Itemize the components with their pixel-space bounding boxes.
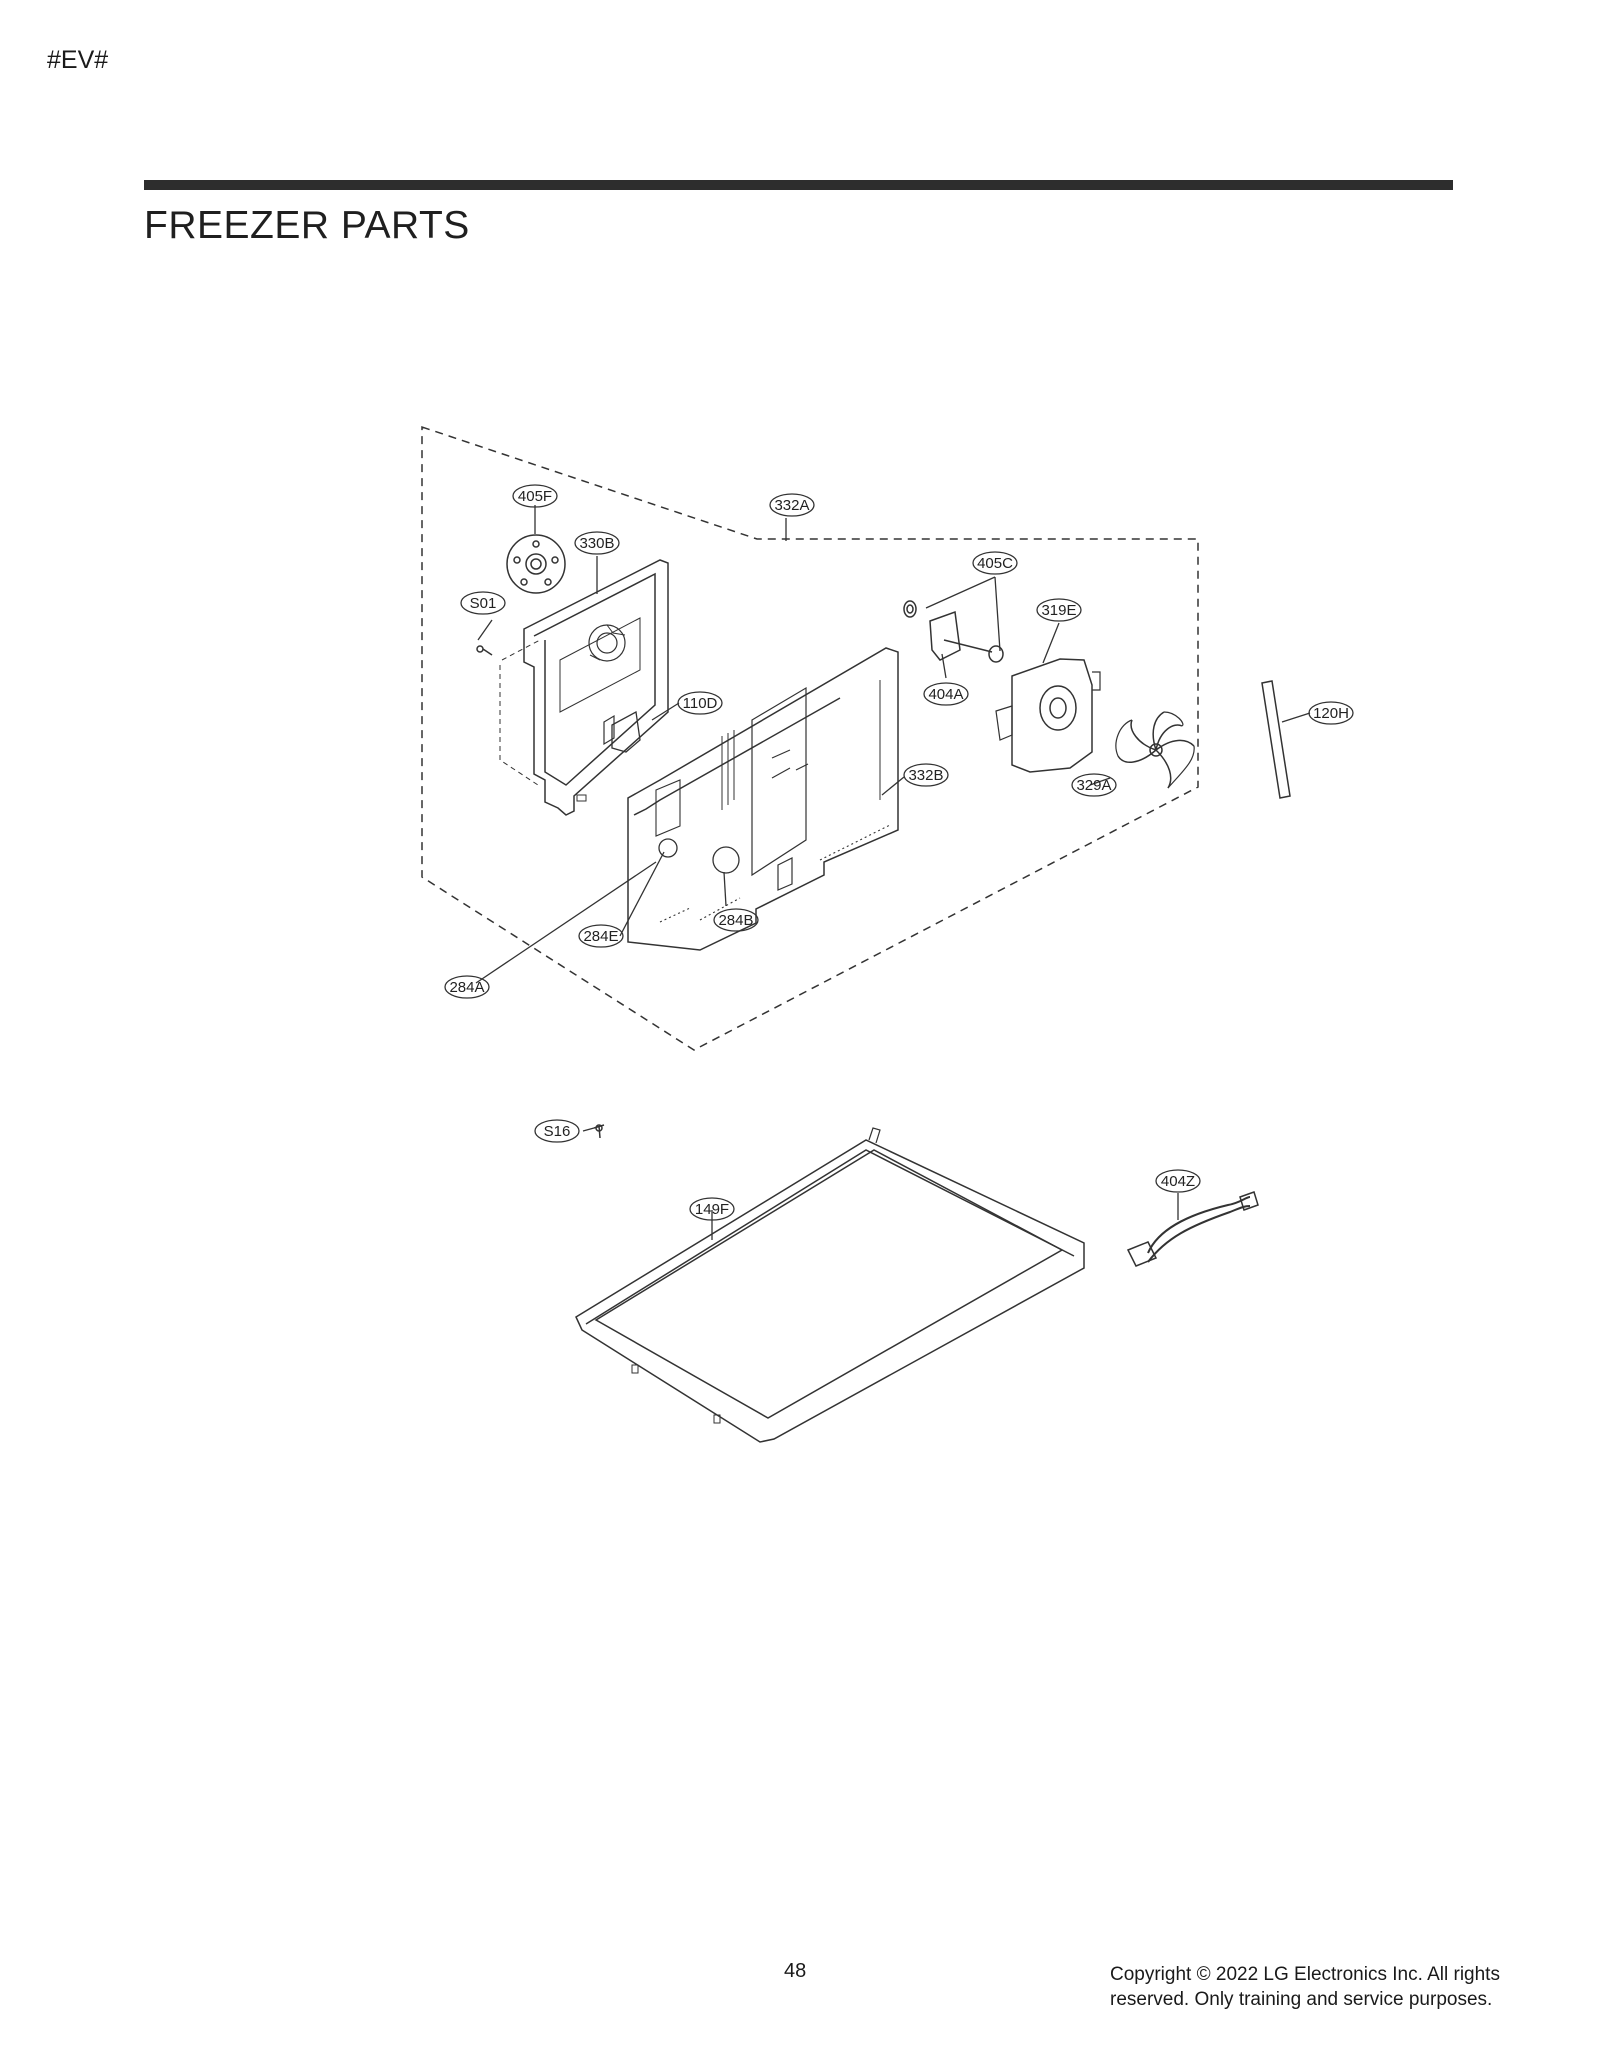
leader-lines bbox=[475, 505, 1311, 1240]
callout-120h: 120H bbox=[1313, 705, 1349, 722]
callout-404z: 404Z bbox=[1161, 1173, 1195, 1190]
callout-405f: 405F bbox=[518, 488, 552, 505]
callout-319e: 319E bbox=[1041, 602, 1076, 619]
callout-s16: S16 bbox=[544, 1123, 571, 1140]
document-tag: #EV# bbox=[47, 46, 109, 74]
page-number: 48 bbox=[784, 1960, 807, 1982]
part-330b-bracket bbox=[523, 559, 669, 816]
part-149f-shelf-frame bbox=[575, 1127, 1085, 1443]
page-title: FREEZER PARTS bbox=[144, 204, 470, 247]
callout-284a: 284A bbox=[449, 979, 484, 996]
callout-110d: 110D bbox=[683, 695, 718, 712]
callout-284e: 284E bbox=[583, 928, 618, 945]
part-s01-screw bbox=[476, 645, 493, 656]
part-404a-motor bbox=[903, 600, 1004, 663]
part-120h-strip bbox=[1261, 680, 1291, 799]
callout-330b: 330B bbox=[579, 535, 614, 552]
title-rule bbox=[144, 180, 1453, 190]
part-332b-duct-cover bbox=[627, 647, 899, 951]
part-404z-wire-harness bbox=[1126, 1191, 1259, 1267]
callout-332a: 332A bbox=[774, 497, 809, 514]
copyright-line-2: reserved. Only training and service purp… bbox=[1110, 1989, 1493, 2010]
callout-405c: 405C bbox=[977, 555, 1013, 572]
part-319e-fan-shroud bbox=[995, 658, 1101, 773]
callout-404a: 404A bbox=[928, 686, 963, 703]
callout-s01: S01 bbox=[470, 595, 497, 612]
part-405f-gear bbox=[506, 534, 566, 594]
part-s16-screw bbox=[593, 1124, 605, 1139]
copyright-line-1: Copyright © 2022 LG Electronics Inc. All… bbox=[1110, 1964, 1500, 1985]
callout-ellipses bbox=[444, 484, 1354, 1221]
assembly-boundary bbox=[421, 425, 1199, 1051]
part-329a-fan-blade bbox=[1115, 711, 1195, 789]
callout-332b: 332B bbox=[908, 767, 943, 784]
callout-284b: 284B bbox=[718, 912, 753, 929]
copyright-notice: Copyright © 2022 LG Electronics Inc. All… bbox=[1110, 1962, 1570, 2012]
callout-149f: 149F bbox=[695, 1201, 729, 1218]
callout-329a: 329A bbox=[1076, 777, 1111, 794]
